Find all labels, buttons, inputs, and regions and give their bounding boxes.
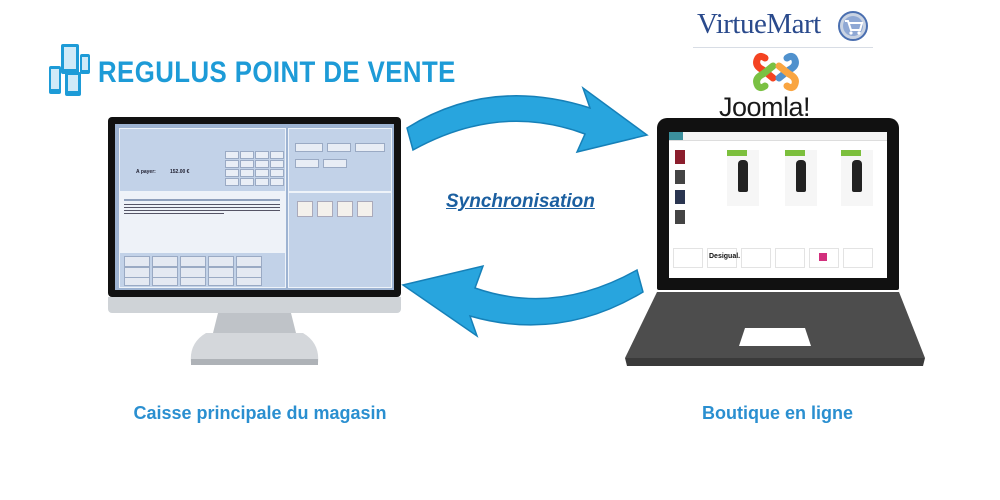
- pos-action-button: [180, 277, 206, 286]
- product-tile: [785, 150, 817, 206]
- pos-option-button: [295, 143, 323, 152]
- keypad-key: [255, 178, 269, 186]
- pos-action-button: [236, 277, 262, 286]
- pos-option-button: [355, 143, 385, 152]
- monitor-stand-icon: [190, 313, 319, 365]
- keypad-key: [225, 160, 239, 168]
- sync-arrow-bottom-icon: [401, 264, 644, 338]
- sync-label: Synchronisation: [446, 191, 595, 212]
- pos-action-button: [124, 256, 150, 267]
- keypad-key: [270, 169, 284, 177]
- brand-logo: [843, 248, 873, 268]
- laptop-base-icon: [625, 292, 925, 366]
- keypad-key: [255, 169, 269, 177]
- joomla-wordmark: Joomla!: [719, 92, 811, 122]
- sync-arrow-top-icon: [406, 85, 649, 154]
- virtuemart-cart-icon: [838, 11, 868, 41]
- regulus-logo: REGULUS POINT DE VENTE: [48, 42, 455, 100]
- pos-action-button: [180, 256, 206, 267]
- product-tile: [727, 150, 759, 206]
- keypad-key: [225, 169, 239, 177]
- laptop-lid: Desigual.: [657, 118, 899, 290]
- pos-action-button: [208, 256, 234, 267]
- keypad-key: [225, 178, 239, 186]
- pos-action-button: [124, 277, 150, 286]
- regulus-devices-icon: [49, 44, 90, 96]
- keypad-key: [255, 151, 269, 159]
- virtuemart-logo: VirtueMart: [693, 2, 873, 46]
- product-thumbnail: [357, 201, 373, 217]
- keypad-key: [240, 160, 254, 168]
- monitor-chin: [108, 297, 401, 313]
- brand-logo: [673, 248, 703, 268]
- monitor: A payer: 152.00 €: [108, 117, 401, 371]
- pos-totals-panel: A payer: 152.00 €: [119, 128, 286, 192]
- pos-option-button: [323, 159, 347, 168]
- brand-logo: Desigual.: [707, 248, 741, 268]
- keypad-key: [270, 160, 284, 168]
- pos-amount-label: A payer:: [136, 169, 156, 175]
- pos-option-button: [295, 159, 319, 168]
- product-tile: [841, 150, 873, 206]
- keypad-key: [225, 151, 239, 159]
- monitor-bezel: A payer: 152.00 €: [108, 117, 401, 297]
- pos-option-button: [327, 143, 351, 152]
- sync-arrows: [401, 85, 649, 338]
- keypad-key: [240, 169, 254, 177]
- pos-amount-value: 152.00 €: [170, 169, 190, 175]
- product-thumbnail: [317, 201, 333, 217]
- regulus-title: REGULUS POINT DE VENTE: [98, 56, 456, 89]
- caption-online-shop: Boutique en ligne: [702, 403, 853, 423]
- pos-ticket-panel: [119, 192, 286, 252]
- keypad-key: [255, 160, 269, 168]
- category-thumbnail: [675, 190, 685, 204]
- pos-action-button: [236, 256, 262, 267]
- category-thumbnail: [675, 170, 685, 184]
- keypad-key: [240, 178, 254, 186]
- joomla-icon: [753, 52, 799, 92]
- shop-menu-bar: [669, 132, 887, 141]
- brand-logo: [809, 248, 839, 268]
- pos-products-panel: [288, 192, 392, 288]
- virtuemart-wordmark: VirtueMart: [697, 8, 821, 40]
- brand-desigual: Desigual.: [709, 253, 741, 260]
- shop-logo: [669, 132, 683, 140]
- keypad-key: [270, 151, 284, 159]
- pos-options-panel: [288, 128, 392, 192]
- category-thumbnail: [675, 210, 685, 224]
- pos-action-button: [152, 277, 178, 286]
- brand-logo: [741, 248, 771, 268]
- pos-actions-panel: [119, 252, 286, 288]
- logo-divider: [693, 47, 873, 48]
- pos-screen: A payer: 152.00 €: [115, 124, 394, 290]
- product-thumbnail: [337, 201, 353, 217]
- laptop: Desigual.: [625, 118, 925, 368]
- brand-logo: [775, 248, 805, 268]
- keypad-key: [240, 151, 254, 159]
- joomla-logo: Joomla!: [705, 52, 855, 122]
- shop-screen: Desigual.: [669, 132, 887, 278]
- pos-action-button: [152, 256, 178, 267]
- category-thumbnail: [675, 150, 685, 164]
- product-thumbnail: [297, 201, 313, 217]
- pos-action-button: [208, 277, 234, 286]
- keypad-key: [270, 178, 284, 186]
- caption-store-register: Caisse principale du magasin: [133, 403, 387, 423]
